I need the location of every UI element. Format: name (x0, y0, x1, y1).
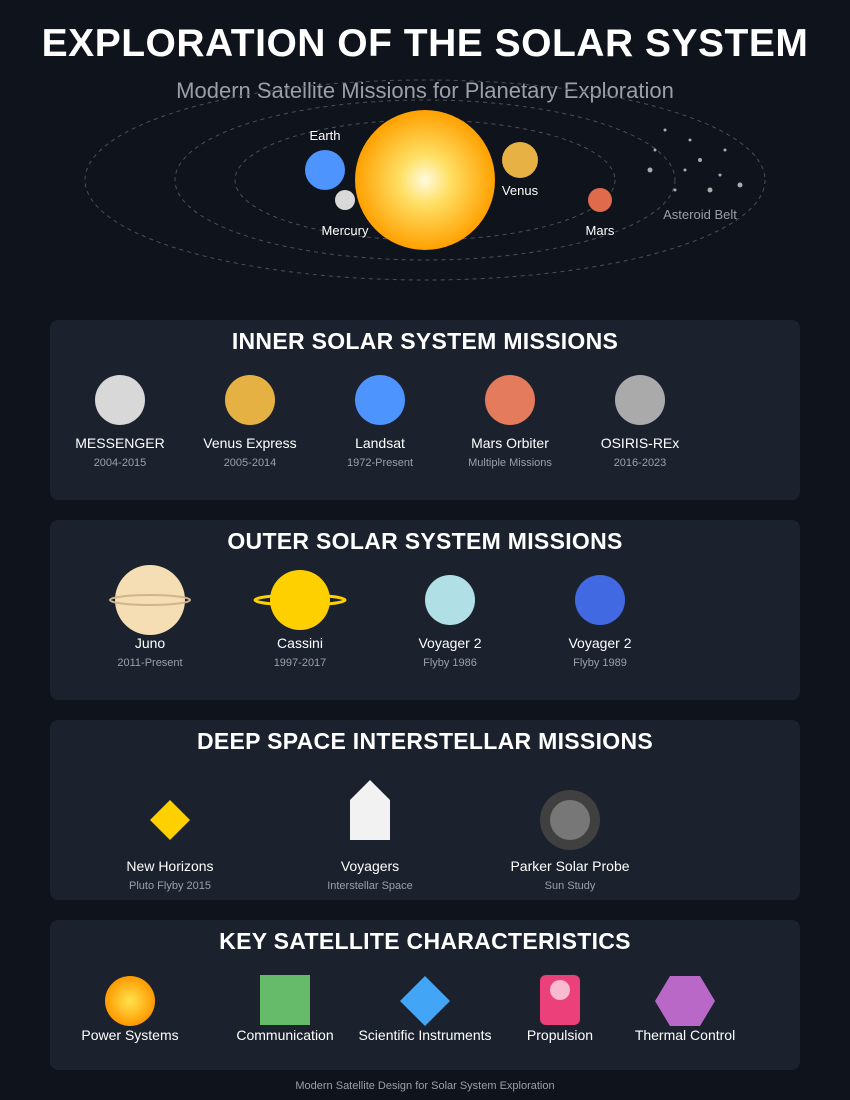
uranus-icon (425, 575, 475, 625)
venus-icon (502, 142, 538, 178)
mission-name: Parker Solar Probe (510, 858, 630, 874)
mission-dates: 2005-2014 (223, 457, 277, 469)
mission-messenger: MESSENGER 2004-2015 (45, 375, 195, 469)
mission-dates: Sun Study (544, 880, 596, 892)
characteristic-propulsion: Propulsion (485, 975, 635, 1043)
outer-missions-title: OUTER SOLAR SYSTEM MISSIONS (227, 528, 623, 554)
mission-voyager-uranus: Voyager 2 Flyby 1986 (375, 565, 525, 669)
characteristic-name: Propulsion (526, 1027, 594, 1043)
square-icon (260, 975, 310, 1025)
thruster-icon (540, 975, 580, 1025)
mission-name: Cassini (277, 635, 323, 651)
characteristic-name: Scientific Instruments (358, 1027, 492, 1043)
mission-juno: Juno 2011-Present (75, 565, 225, 669)
characteristic-thermal: Thermal Control (610, 975, 760, 1043)
saturn-icon (253, 570, 347, 630)
orbit-outer (84, 79, 766, 281)
characteristics-panel: KEY SATELLITE CHARACTERISTICS Power Syst… (50, 920, 800, 1070)
neptune-icon (575, 575, 625, 625)
mission-voyagers: Voyagers Interstellar Space (295, 778, 445, 892)
deep-space-panel: DEEP SPACE INTERSTELLAR MISSIONS New Hor… (50, 720, 800, 900)
mission-name: OSIRIS-REx (600, 435, 680, 451)
mission-venus-express: Venus Express 2005-2014 (175, 375, 325, 469)
diamond-icon (400, 976, 450, 1026)
characteristic-name: Power Systems (81, 1027, 179, 1043)
mission-name: Venus Express (203, 435, 297, 451)
mission-dates: Flyby 1989 (573, 657, 627, 669)
mission-mars-orbiter: Mars Orbiter Multiple Missions (435, 375, 585, 469)
mission-new-horizons: New Horizons Pluto Flyby 2015 (95, 778, 245, 892)
mission-parker-solar-probe: Parker Solar Probe Sun Study (495, 778, 645, 892)
mission-name: Mars Orbiter (471, 435, 549, 451)
mission-dates: Flyby 1986 (423, 657, 477, 669)
characteristics-title: KEY SATELLITE CHARACTERISTICS (219, 928, 631, 954)
mission-name: MESSENGER (75, 435, 165, 451)
mission-dates: 1972-Present (346, 457, 414, 469)
mercury-label: Mercury (322, 223, 369, 238)
asteroid-belt (647, 128, 743, 193)
mission-dates: 1997-2017 (273, 657, 327, 669)
solar-system-diagram: Earth Mercury Venus Mars Asteroid Belt (84, 79, 766, 281)
mars-orbiter-planet-icon (485, 375, 535, 425)
ring-icon (540, 790, 600, 850)
inner-missions-title: INNER SOLAR SYSTEM MISSIONS (231, 328, 619, 354)
deep-space-title: DEEP SPACE INTERSTELLAR MISSIONS (196, 728, 654, 754)
mission-dates: Interstellar Space (327, 880, 413, 892)
mission-name: Voyagers (340, 858, 400, 874)
jupiter-icon (109, 565, 191, 635)
mission-name: Voyager 2 (418, 635, 482, 651)
messenger-planet-icon (95, 375, 145, 425)
mission-dates: 2016-2023 (613, 457, 667, 469)
mission-dates: Pluto Flyby 2015 (129, 880, 211, 892)
characteristic-communication: Communication (210, 975, 360, 1043)
earth-icon (305, 150, 345, 190)
characteristic-power: Power Systems (55, 975, 205, 1043)
earth-label: Earth (309, 128, 340, 143)
orbit-middle (174, 99, 676, 261)
mission-dates: Multiple Missions (468, 457, 552, 469)
venus-label: Venus (502, 183, 539, 198)
footer-note: Modern Satellite Design for Solar System… (295, 1080, 555, 1092)
inner-missions-panel: INNER SOLAR SYSTEM MISSIONS MESSENGER 20… (50, 320, 800, 500)
page-subtitle: Modern Satellite Missions for Planetary … (176, 78, 674, 103)
outer-missions-panel: OUTER SOLAR SYSTEM MISSIONS Juno 2011-Pr… (50, 520, 800, 700)
landsat-planet-icon (355, 375, 405, 425)
venus-express-planet-icon (225, 375, 275, 425)
mission-dates: 2004-2015 (93, 457, 147, 469)
mission-name: Landsat (355, 435, 405, 451)
page-title: EXPLORATION OF THE SOLAR SYSTEM (41, 22, 809, 65)
mission-landsat: Landsat 1972-Present (305, 375, 455, 469)
mars-label: Mars (586, 223, 615, 238)
characteristic-name: Thermal Control (634, 1027, 736, 1043)
mission-osiris-rex: OSIRIS-REx 2016-2023 (565, 375, 715, 469)
sun-icon (355, 110, 495, 250)
hexagon-icon (655, 976, 715, 1026)
diamond-icon (150, 800, 190, 840)
sun-icon (105, 976, 155, 1026)
characteristic-name: Communication (236, 1027, 334, 1043)
pentagon-icon (350, 780, 390, 840)
mars-icon (588, 188, 612, 212)
asteroid-belt-label: Asteroid Belt (663, 207, 737, 222)
mission-voyager-neptune: Voyager 2 Flyby 1989 (525, 565, 675, 669)
mission-cassini: Cassini 1997-2017 (225, 565, 375, 669)
mission-dates: 2011-Present (117, 657, 183, 669)
mission-name: Voyager 2 (568, 635, 632, 651)
mission-name: Juno (134, 635, 166, 651)
mercury-icon (335, 190, 355, 210)
osiris-rex-planet-icon (615, 375, 665, 425)
mission-name: New Horizons (126, 858, 214, 874)
characteristic-instruments: Scientific Instruments (350, 975, 500, 1043)
